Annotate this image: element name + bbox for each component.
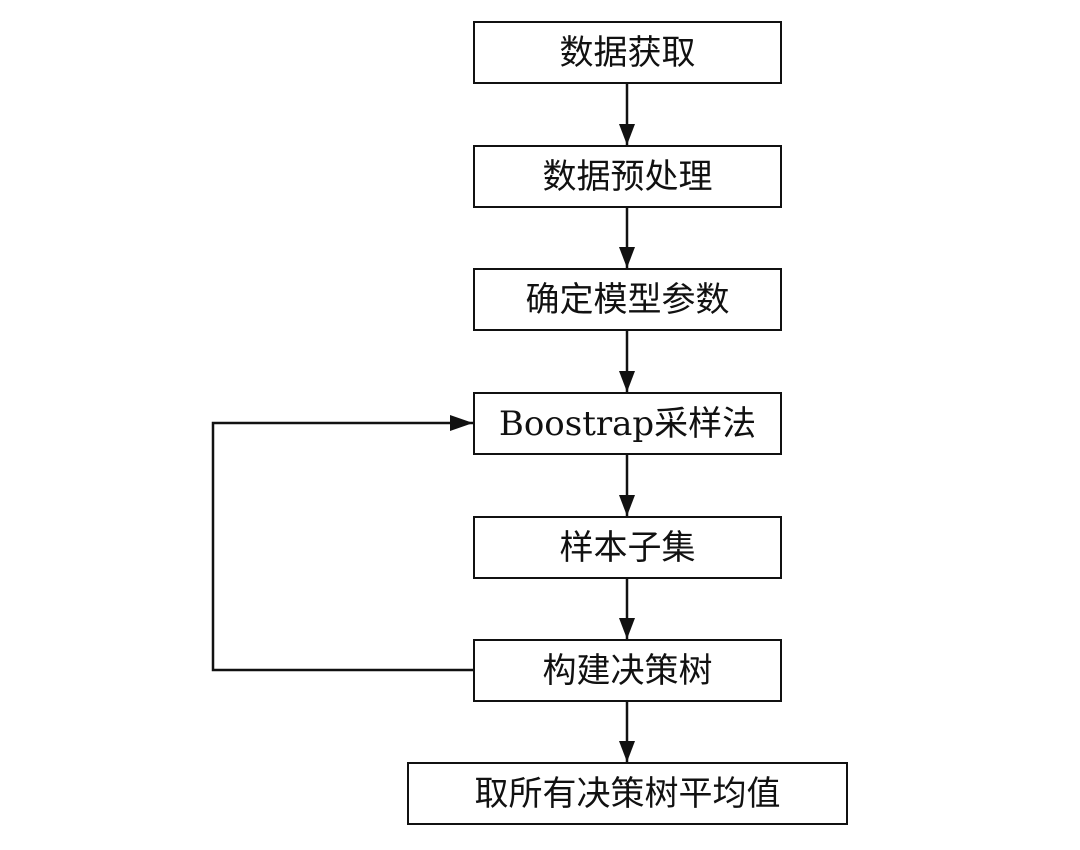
step-average-all-trees: 取所有决策树平均值 [407,762,848,825]
step-bootstrap-sampling: Boostrap采样法 [473,392,782,455]
step-label: 数据预处理 [542,156,713,197]
step-data-preprocessing: 数据预处理 [473,145,782,208]
arrowhead-step2 [619,124,635,145]
step-sample-subset: 样本子集 [473,516,782,579]
arrowheads [450,124,635,762]
step-label: 确定模型参数 [525,279,730,320]
step-build-decision-tree: 构建决策树 [473,639,782,702]
arrowhead-loop [450,415,473,431]
step-determine-model-parameters: 确定模型参数 [473,268,782,331]
arrowhead-step3 [619,247,635,268]
step-label: 样本子集 [559,527,696,568]
arrowhead-step6 [619,618,635,639]
arrowhead-step4 [619,371,635,392]
step-label: 数据获取 [559,32,696,73]
step-data-acquisition: 数据获取 [473,21,782,84]
arrowhead-step5 [619,495,635,516]
step-label: 取所有决策树平均值 [474,773,781,814]
loop-arrow-step6-to-step4 [211,421,473,672]
step-label: 构建决策树 [542,650,713,691]
arrowhead-step7 [619,741,635,762]
step-label: Boostrap采样法 [498,403,757,444]
